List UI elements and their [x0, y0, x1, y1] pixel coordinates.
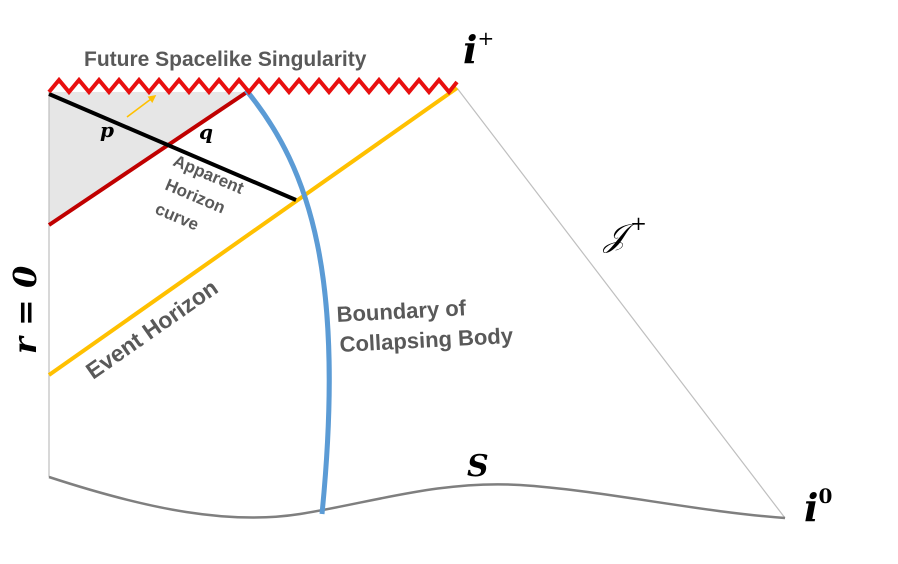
- scri-plus-label: 𝒥+: [602, 211, 647, 254]
- collapsing-body-label: Boundary of Collapsing Body: [336, 295, 514, 357]
- singularity-label: Future Spacelike Singularity: [84, 48, 367, 71]
- apparent-horizon-curve: [48, 92, 297, 202]
- surface-s-label: S: [467, 449, 489, 484]
- point-p-label: p: [100, 118, 114, 142]
- scri-plus-sup: +: [630, 211, 647, 235]
- r-zero-label: r = 0: [6, 266, 44, 354]
- i-plus-label: i+: [463, 26, 494, 72]
- apparent-horizon-label: Apparent Horizon curve: [152, 151, 246, 234]
- i-zero-label: i0: [804, 484, 832, 530]
- singularity-zigzag: [47, 76, 459, 96]
- event-horizon-line: [47, 86, 459, 377]
- i-plus-sup: +: [477, 26, 494, 50]
- svg-text:Boundary of: Boundary of: [336, 295, 467, 327]
- collapsing-body-boundary: [244, 88, 332, 515]
- initial-surface-s: [48, 475, 786, 520]
- event-horizon-label: Event Horizon: [81, 274, 223, 384]
- scri-plus-edge: [456, 87, 786, 519]
- trapped-ray-arrow: [126, 95, 157, 118]
- point-q-label: q: [199, 120, 213, 144]
- trapped-surface-boundary: [47, 88, 252, 227]
- svg-text:Collapsing Body: Collapsing Body: [339, 323, 514, 357]
- i-zero-sup: 0: [818, 484, 832, 508]
